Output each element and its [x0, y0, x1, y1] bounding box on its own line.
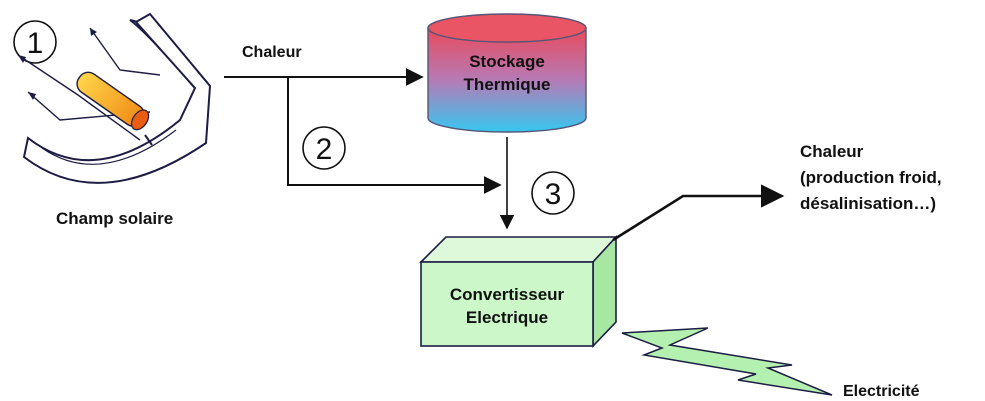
heat-to-converter-arrow: [287, 77, 502, 194]
solar-collector-icon: [17, 12, 212, 184]
marker-2-number: 2: [316, 133, 333, 166]
marker-1-number: 1: [27, 27, 44, 60]
heat-flow-label: Chaleur: [242, 44, 302, 61]
heat-output-label-line2: (production froid,: [800, 168, 942, 187]
converter-label-line1: Convertisseur: [450, 285, 565, 304]
electricity-label: Electricité: [843, 383, 920, 400]
solar-field-label: Champ solaire: [56, 209, 173, 228]
heat-output-label-line1: Chaleur: [800, 142, 864, 161]
marker-3: 3: [531, 171, 575, 215]
marker-3-number: 3: [545, 178, 562, 211]
heat-output-arrow: [612, 184, 785, 242]
thermal-storage-tank: Stockage Thermique: [427, 13, 587, 133]
lightning-bolt-icon: [621, 327, 833, 396]
converter-label-line2: Electrique: [466, 308, 548, 327]
electric-converter-box: Convertisseur Electrique: [419, 234, 618, 348]
storage-label-line2: Thermique: [464, 75, 551, 94]
storage-label-line1: Stockage: [469, 52, 545, 71]
marker-2: 2: [302, 126, 346, 170]
heat-output-label-line3: désalinisation…): [800, 194, 936, 213]
marker-1: 1: [13, 20, 57, 64]
